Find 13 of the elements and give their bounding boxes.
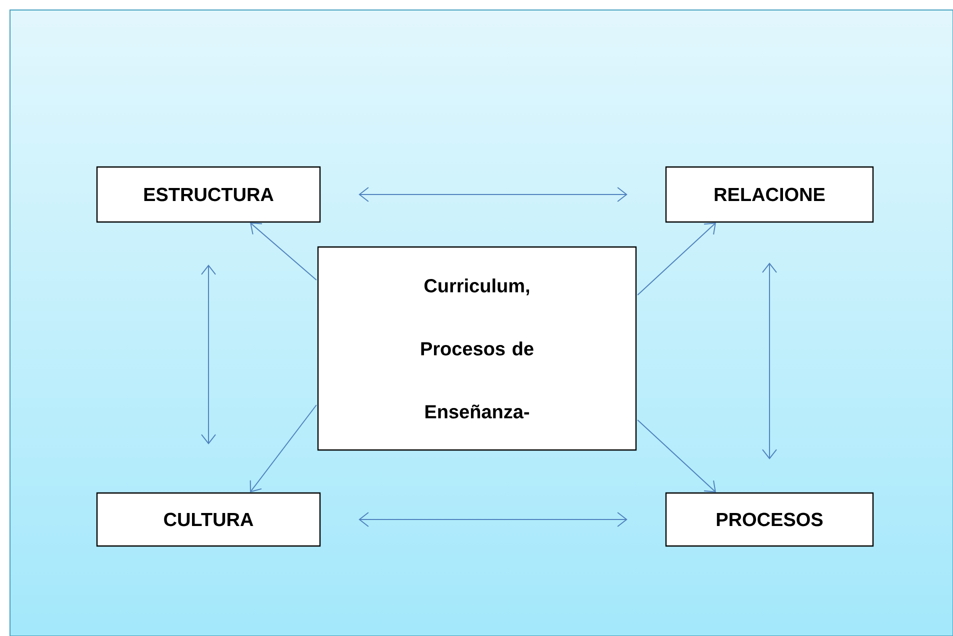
arrow	[637, 222, 716, 296]
text-box: RELACIONE	[665, 166, 874, 223]
arrow	[358, 512, 628, 527]
arrow	[250, 404, 317, 492]
arrow	[762, 262, 777, 460]
arrow	[637, 420, 716, 492]
arrow	[250, 222, 317, 280]
text-box: CULTURA	[96, 492, 321, 547]
text-box: Curriculum, Procesos de Enseñanza-	[317, 246, 637, 451]
arrow	[358, 187, 628, 202]
text-box: ESTRUCTURA	[96, 166, 321, 223]
text-box: PROCESOS	[665, 492, 874, 547]
arrow	[201, 264, 216, 444]
